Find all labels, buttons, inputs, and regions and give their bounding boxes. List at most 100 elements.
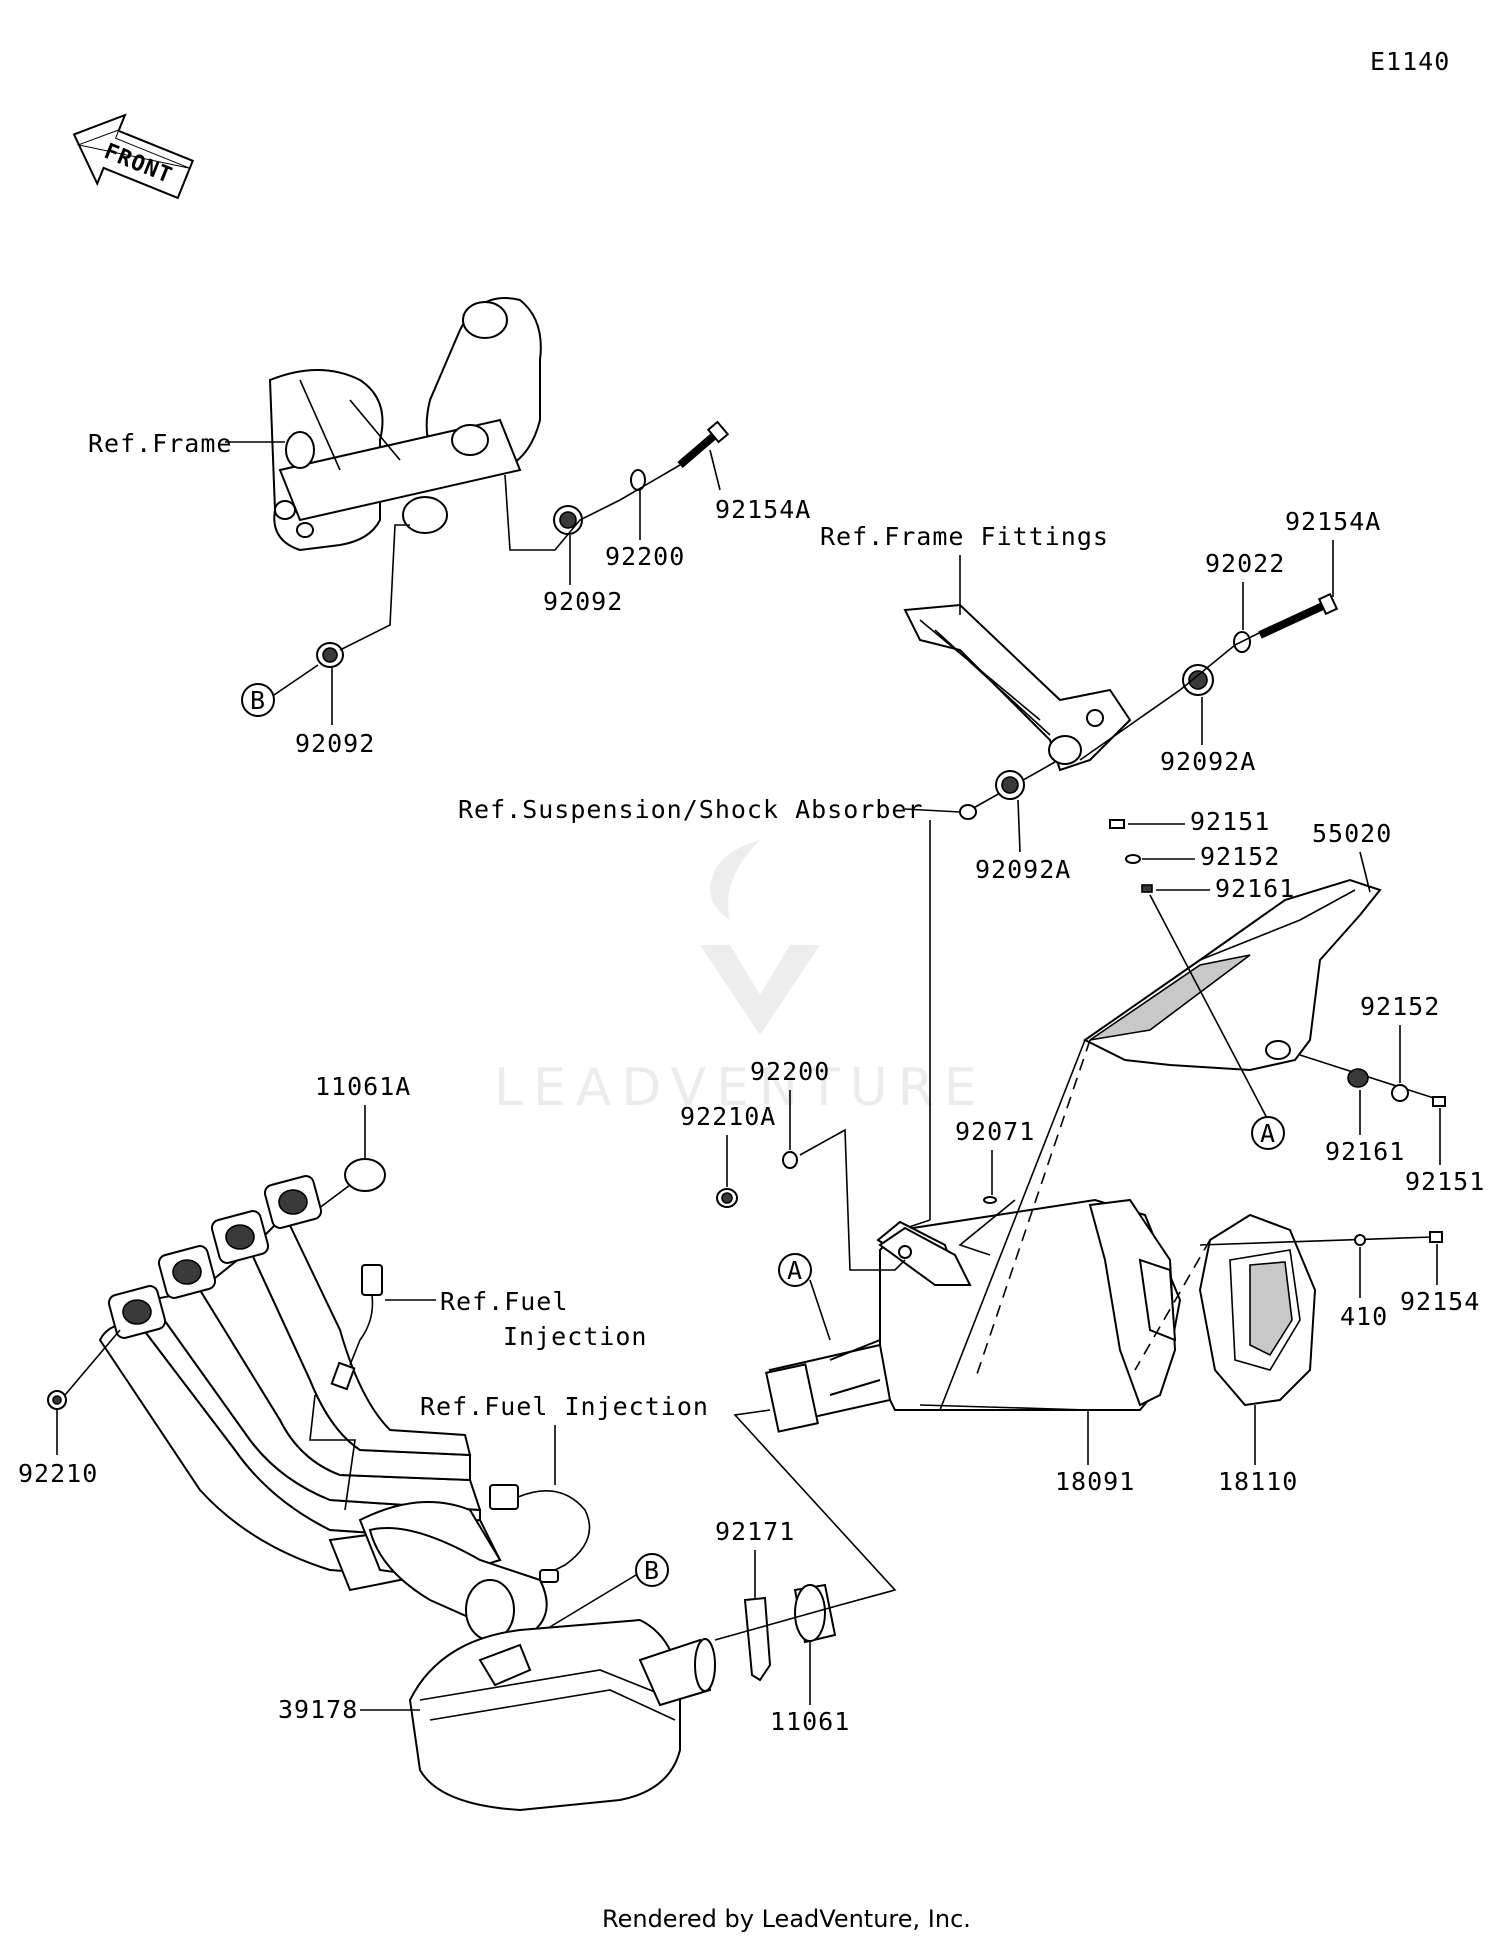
leader-b-axis bbox=[339, 524, 410, 651]
watermark-text: LEADVENTURE bbox=[494, 1058, 987, 1118]
leader-ref-suspension bbox=[904, 808, 961, 813]
part-92092-1: 92092 bbox=[543, 587, 623, 616]
bolt-92154A-1 bbox=[677, 420, 730, 469]
callout-b-2-text: B bbox=[644, 1556, 660, 1585]
bushing-92092-1 bbox=[553, 505, 583, 535]
screw-92151-2 bbox=[1432, 1096, 1446, 1107]
washer-suspension bbox=[959, 804, 977, 820]
leader-18091-2 bbox=[919, 1404, 1089, 1411]
part-92210: 92210 bbox=[18, 1459, 98, 1488]
axis-line-fittings bbox=[1079, 629, 1266, 761]
part-92171: 92171 bbox=[715, 1517, 795, 1546]
part-55020: 55020 bbox=[1312, 819, 1392, 848]
callout-a-1 bbox=[1251, 1116, 1285, 1150]
nut-92210A bbox=[716, 1188, 738, 1208]
part-92022: 92022 bbox=[1205, 549, 1285, 578]
callout-b-2 bbox=[635, 1553, 669, 1587]
bushing-92092A-2 bbox=[995, 770, 1025, 800]
header-flange-4 bbox=[263, 1175, 323, 1229]
part-18110: 18110 bbox=[1218, 1467, 1298, 1496]
header-flange-2 bbox=[157, 1245, 217, 1299]
screw-92151-1 bbox=[1109, 819, 1125, 829]
part-92092-2: 92092 bbox=[295, 729, 375, 758]
ref-suspension-label: Ref.Suspension/Shock Absorber bbox=[458, 795, 924, 824]
part-92161-2: 92161 bbox=[1325, 1137, 1405, 1166]
ref-fuel-injection-2-label: Ref.Fuel Injection bbox=[420, 1392, 709, 1421]
washer-410 bbox=[1354, 1234, 1366, 1246]
part-410: 410 bbox=[1340, 1302, 1388, 1331]
grommet-92161-2 bbox=[1347, 1068, 1369, 1088]
footer-credit: Rendered by LeadVenture, Inc. bbox=[602, 1905, 971, 1933]
frame-assembly bbox=[268, 297, 542, 552]
header-flange-3 bbox=[210, 1210, 270, 1264]
frame-fittings-assembly bbox=[903, 603, 1132, 772]
leader-92154A-1 bbox=[709, 449, 721, 491]
diagram-code: E1140 bbox=[1370, 47, 1450, 76]
callout-b-1 bbox=[241, 683, 275, 717]
o2-sensor-1 bbox=[330, 1264, 383, 1391]
axis-line-bracket bbox=[799, 1128, 906, 1271]
part-39178: 39178 bbox=[278, 1695, 358, 1724]
axis-line-prechamber bbox=[714, 1409, 897, 1641]
part-92151-1: 92151 bbox=[1190, 807, 1270, 836]
gasket-11061 bbox=[793, 1583, 837, 1644]
header-flange-1 bbox=[107, 1285, 167, 1339]
ref-frame-label: Ref.Frame bbox=[88, 429, 232, 458]
leadventure-watermark: LEADVENTURE bbox=[494, 840, 987, 1118]
part-11061A: 11061A bbox=[315, 1072, 411, 1101]
part-92154A-2: 92154A bbox=[1285, 507, 1381, 536]
callout-a-1-text: A bbox=[1260, 1119, 1276, 1148]
bushing-92092-2 bbox=[316, 642, 344, 668]
guide-cover-muffler bbox=[939, 1039, 1086, 1411]
front-arrow: FRONT bbox=[72, 113, 195, 200]
dashed-guide-shield bbox=[1134, 1239, 1211, 1371]
part-92152-2: 92152 bbox=[1360, 992, 1440, 1021]
part-92200-1: 92200 bbox=[605, 542, 685, 571]
part-92154: 92154 bbox=[1400, 1287, 1480, 1316]
axis-line-sensor-1 bbox=[309, 1394, 356, 1511]
clip-92071 bbox=[983, 1196, 997, 1204]
clamp-92171 bbox=[743, 1596, 772, 1682]
bushing-92092A-1 bbox=[1182, 664, 1214, 696]
leader-callout-a-2 bbox=[809, 1279, 831, 1341]
axis-line-92071 bbox=[958, 1199, 1016, 1256]
heat-shield-18110 bbox=[1198, 1213, 1317, 1407]
leader-callout-b-1 bbox=[273, 664, 319, 696]
part-92071: 92071 bbox=[955, 1117, 1035, 1146]
nut-92210 bbox=[47, 1390, 67, 1410]
part-92151-2: 92151 bbox=[1405, 1167, 1485, 1196]
part-92092A-1: 92092A bbox=[1160, 747, 1256, 776]
washer-92152-2 bbox=[1391, 1084, 1409, 1102]
axis-line-frame bbox=[504, 464, 681, 551]
part-92200-2: 92200 bbox=[750, 1057, 830, 1086]
exhaust-header-pipes bbox=[98, 1175, 548, 1642]
o2-sensor-2 bbox=[489, 1484, 591, 1583]
axis-line-92210 bbox=[64, 1329, 121, 1396]
axis-line-shield bbox=[1199, 1236, 1433, 1246]
axis-line-cover-side bbox=[1299, 1054, 1441, 1101]
ref-fuel-injection-1-line1: Ref.Fuel bbox=[440, 1287, 568, 1316]
ref-frame-fittings-label: Ref.Frame Fittings bbox=[820, 522, 1109, 551]
gasket-11061A bbox=[344, 1158, 386, 1192]
callout-a-2 bbox=[778, 1253, 812, 1287]
part-11061: 11061 bbox=[770, 1707, 850, 1736]
part-92154A-1: 92154A bbox=[715, 495, 811, 524]
bolt-92154A-2 bbox=[1258, 592, 1339, 639]
ref-fuel-injection-1-line2: Injection bbox=[503, 1322, 647, 1351]
part-92210A: 92210A bbox=[680, 1102, 776, 1131]
leader-92092A-2 bbox=[1017, 799, 1021, 853]
leader-55020 bbox=[1359, 851, 1371, 893]
washer-92152-1 bbox=[1125, 854, 1141, 864]
bolt-92154 bbox=[1429, 1231, 1443, 1243]
part-92152-1: 92152 bbox=[1200, 842, 1280, 871]
cover-55020 bbox=[1083, 878, 1382, 1072]
callout-b-1-text: B bbox=[250, 686, 266, 715]
part-18091: 18091 bbox=[1055, 1467, 1135, 1496]
pre-chamber-39178 bbox=[408, 1618, 716, 1812]
axis-line-cover-top bbox=[1149, 894, 1269, 1121]
part-92092A-2: 92092A bbox=[975, 855, 1071, 884]
washer-92200-2 bbox=[782, 1151, 798, 1169]
part-92161-1: 92161 bbox=[1215, 874, 1295, 903]
muffler-bracket bbox=[878, 1226, 972, 1286]
